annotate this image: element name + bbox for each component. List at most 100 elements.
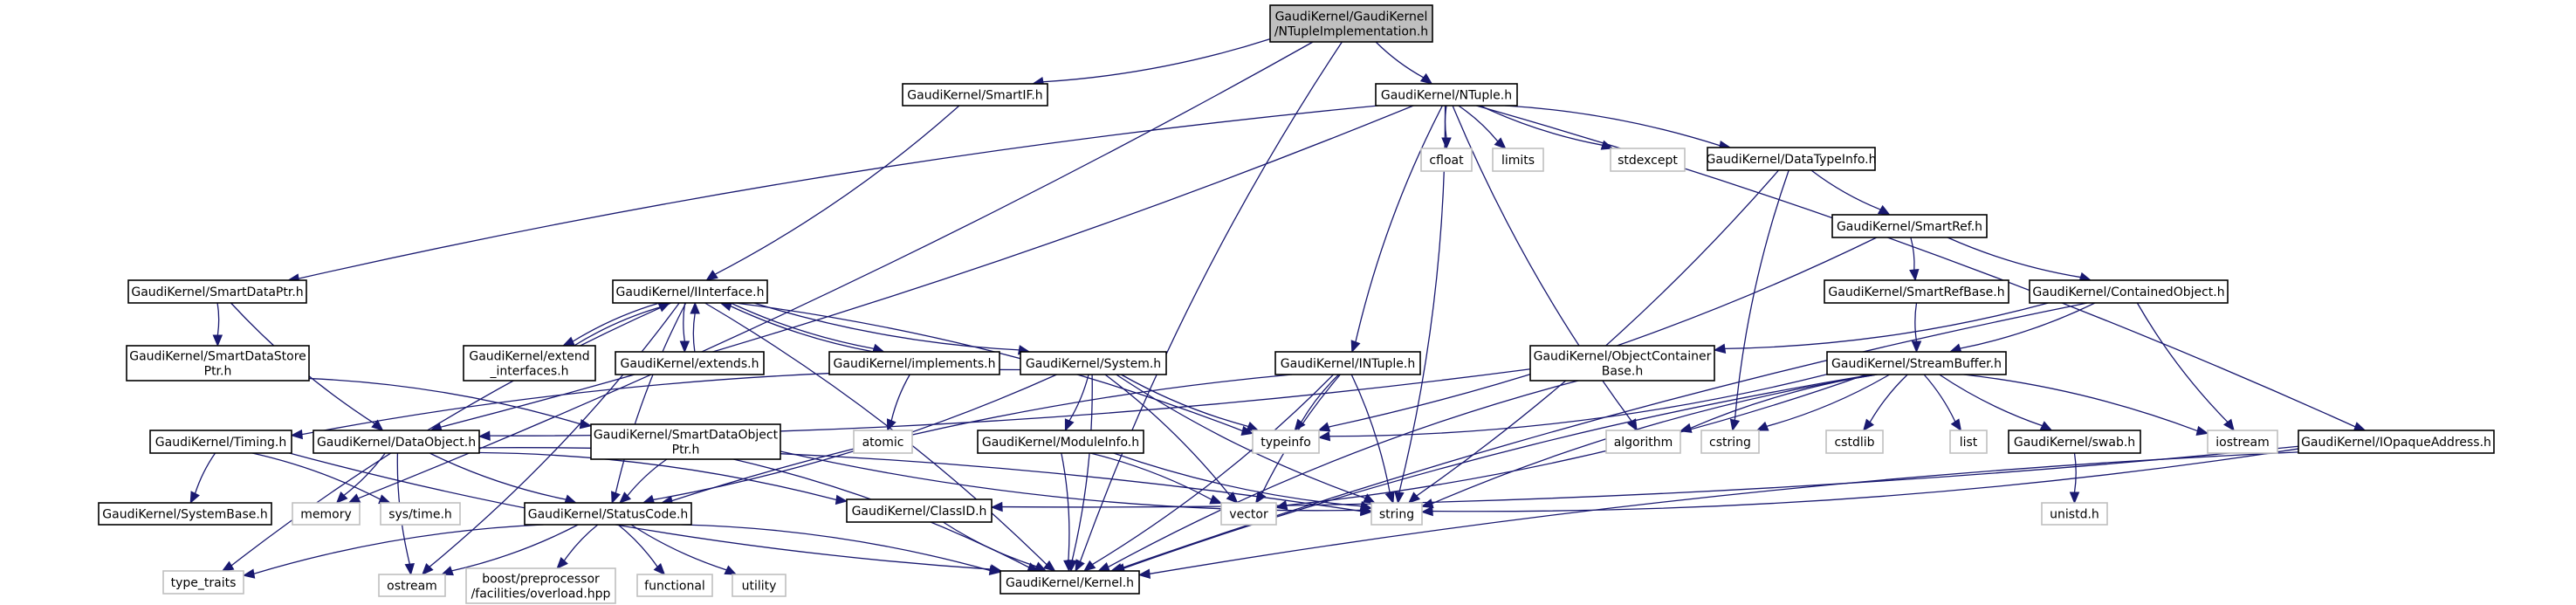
node-ntuple[interactable]: GaudiKernel/NTuple.h bbox=[1375, 83, 1518, 107]
arrowhead-icon bbox=[556, 556, 568, 569]
node-containedobject[interactable]: GaudiKernel/ContainedObject.h bbox=[2029, 279, 2229, 304]
node-smartif[interactable]: GaudiKernel/SmartIF.h bbox=[902, 83, 1048, 107]
node-root[interactable]: GaudiKernel/GaudiKernel/NTupleImplementa… bbox=[1269, 4, 1433, 43]
node-label: Ptr.h bbox=[204, 365, 232, 379]
edge-implements-to-atomic bbox=[890, 374, 910, 422]
node-box bbox=[828, 351, 1000, 375]
node-swab[interactable]: GaudiKernel/swab.h bbox=[2008, 430, 2141, 454]
node-label: type_traits bbox=[171, 576, 237, 590]
arrowhead-icon bbox=[1441, 137, 1452, 150]
node-cfloat: cfloat bbox=[1420, 148, 1473, 172]
edge-system-to-string bbox=[1116, 374, 1366, 499]
arrowhead-icon bbox=[1950, 418, 1962, 432]
node-label: GaudiKernel/SmartRef.h bbox=[1837, 220, 1982, 234]
node-box bbox=[1831, 214, 1988, 238]
node-smartrefbase[interactable]: GaudiKernel/SmartRefBase.h bbox=[1824, 279, 2009, 304]
edge-objectcontainerbase-to-kernel bbox=[1108, 380, 1579, 568]
node-label: boost/preprocessor bbox=[482, 573, 600, 587]
node-extends[interactable]: GaudiKernel/extends.h bbox=[615, 351, 765, 375]
node-label: string bbox=[1379, 508, 1414, 522]
edge-ntuple-to-datatypeinfo bbox=[1505, 105, 1721, 147]
node-box bbox=[1700, 430, 1760, 454]
node-box bbox=[378, 574, 446, 597]
edge-streambuffer-to-vector bbox=[1286, 374, 1867, 506]
edge-streambuffer-to-iostream bbox=[1963, 374, 2198, 432]
node-smartdataptr[interactable]: GaudiKernel/SmartDataPtr.h bbox=[127, 279, 307, 304]
arrowhead-icon bbox=[212, 334, 223, 347]
edge-timing-to-systime bbox=[251, 452, 381, 500]
edge-smartdataobjectptr-to-statuscode bbox=[627, 458, 668, 497]
node-box bbox=[380, 502, 461, 526]
node-systembase[interactable]: GaudiKernel/SystemBase.h bbox=[98, 502, 272, 526]
node-datatypeinfo[interactable]: GaudiKernel/DataTypeInfo.h bbox=[1707, 147, 1877, 171]
node-label: GaudiKernel/SmartDataStore bbox=[129, 350, 306, 364]
node-smartref[interactable]: GaudiKernel/SmartRef.h bbox=[1831, 214, 1988, 238]
node-box bbox=[1020, 351, 1167, 375]
node-extend-interfaces[interactable]: GaudiKernel/extend_interfaces.h bbox=[463, 345, 596, 382]
node-dataobject[interactable]: GaudiKernel/DataObject.h bbox=[313, 430, 480, 454]
node-label: GaudiKernel/StatusCode.h bbox=[528, 508, 689, 522]
edge-moduleinfo-to-vector bbox=[1089, 452, 1212, 500]
arrowhead-icon bbox=[347, 493, 361, 504]
edge-streambuffer-to-kernel bbox=[1123, 374, 1873, 569]
node-box bbox=[1375, 83, 1518, 107]
node-system[interactable]: GaudiKernel/System.h bbox=[1020, 351, 1167, 375]
node-statuscode[interactable]: GaudiKernel/StatusCode.h bbox=[524, 502, 692, 526]
node-box bbox=[1274, 351, 1421, 375]
node-label: GaudiKernel/SystemBase.h bbox=[102, 508, 267, 522]
arrowhead-icon bbox=[724, 565, 738, 575]
node-box bbox=[1529, 345, 1715, 382]
node-box bbox=[1826, 351, 2007, 375]
node-timing[interactable]: GaudiKernel/Timing.h bbox=[149, 430, 292, 454]
arrowhead-icon bbox=[421, 562, 434, 575]
edge-root-to-memory bbox=[358, 41, 1314, 499]
node-kernel[interactable]: GaudiKernel/Kernel.h bbox=[999, 570, 1140, 595]
edge-ntuple-to-intuple bbox=[1355, 105, 1443, 342]
edge-ntuple-to-dataobject bbox=[440, 105, 1414, 428]
node-box bbox=[2207, 430, 2278, 454]
node-streambuffer[interactable]: GaudiKernel/StreamBuffer.h bbox=[1826, 351, 2007, 375]
edge-iinterface-to-kernel bbox=[704, 302, 1048, 566]
edge-intuple-to-string bbox=[1350, 374, 1391, 493]
node-intuple[interactable]: GaudiKernel/INTuple.h bbox=[1274, 351, 1421, 375]
arrowhead-icon bbox=[990, 501, 1003, 512]
arrowhead-icon bbox=[561, 336, 575, 347]
arrowhead-icon bbox=[1317, 422, 1331, 432]
arrowhead-icon bbox=[690, 301, 700, 314]
edge-moduleinfo-to-string bbox=[1113, 452, 1362, 507]
edge-iinterface-to-implements bbox=[730, 302, 875, 349]
arrowhead-icon bbox=[1209, 494, 1223, 505]
edge-ntuple-to-stdexcept bbox=[1480, 105, 1603, 146]
arrowhead-icon bbox=[1394, 491, 1405, 505]
arrowhead-icon bbox=[988, 565, 1002, 576]
edge-streambuffer-to-string bbox=[1432, 374, 1878, 505]
edge-smartdatastoreptr-to-smartdataobjectptr bbox=[308, 377, 581, 425]
node-box bbox=[977, 430, 1144, 454]
node-box bbox=[1610, 148, 1686, 172]
arrowhead-icon bbox=[1911, 340, 1922, 354]
edge-root-to-kernel bbox=[1079, 41, 1343, 562]
node-implements[interactable]: GaudiKernel/implements.h bbox=[828, 351, 1000, 375]
node-moduleinfo[interactable]: GaudiKernel/ModuleInfo.h bbox=[977, 430, 1144, 454]
edge-datatypeinfo-to-smartref bbox=[1810, 169, 1881, 210]
node-box bbox=[1825, 430, 1884, 454]
edge-iopaqueaddress-to-string bbox=[1432, 448, 2299, 512]
node-iopaqueaddress[interactable]: GaudiKernel/IOpaqueAddress.h bbox=[2298, 430, 2495, 454]
edge-smartrefbase-to-streambuffer bbox=[1914, 302, 1918, 342]
node-classid[interactable]: GaudiKernel/ClassID.h bbox=[846, 498, 993, 523]
node-label: Ptr.h bbox=[672, 443, 700, 457]
node-box bbox=[465, 567, 616, 604]
arrowhead-icon bbox=[1137, 568, 1151, 579]
node-iinterface[interactable]: GaudiKernel/IInterface.h bbox=[612, 279, 768, 304]
node-label: stdexcept bbox=[1618, 154, 1678, 168]
node-boost-overload: boost/preprocessor/facilities/overload.h… bbox=[465, 567, 616, 604]
node-typeinfo: typeinfo bbox=[1252, 430, 1320, 454]
node-label: GaudiKernel/SmartDataObject bbox=[594, 429, 779, 443]
node-utility: utility bbox=[732, 574, 787, 597]
node-label: GaudiKernel/ClassID.h bbox=[852, 505, 987, 519]
node-label: cstdlib bbox=[1834, 436, 1874, 450]
